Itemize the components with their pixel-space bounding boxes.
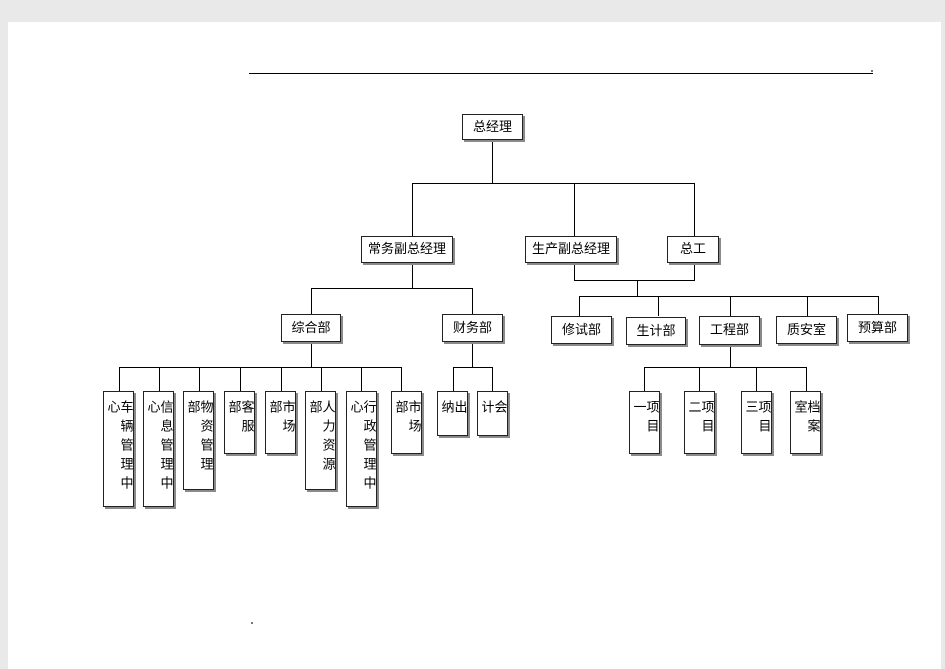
- vehicle-center-box: 车辆管理中心: [103, 391, 134, 507]
- market-dept-2-box: 市场部: [391, 391, 422, 454]
- chief-engineer-box: 总工: [667, 236, 719, 263]
- page-mark: [251, 622, 253, 624]
- project-3-box: 项目三: [741, 391, 772, 454]
- repair-dept-box: 修试部: [551, 316, 612, 344]
- project-2-box: 项目二: [684, 391, 715, 454]
- finance-dept-box: 财务部: [442, 314, 503, 342]
- project-1-box: 项目一: [629, 391, 660, 454]
- qa-room-box: 质安室: [776, 316, 837, 344]
- market-dept-1-box: 市场部: [265, 391, 296, 454]
- hr-dept-box: 人力资源部: [305, 391, 336, 490]
- ceo-box: 总经理: [462, 114, 523, 140]
- admin-center-box: 行政管理中心: [346, 391, 377, 507]
- page-mark: [871, 70, 873, 72]
- exec-vp-box: 常务副总经理: [361, 236, 453, 263]
- info-center-box: 信息管理中心: [143, 391, 174, 507]
- general-dept-box: 综合部: [281, 314, 341, 342]
- plan-dept-box: 生计部: [626, 317, 686, 345]
- eng-dept-box: 工程部: [699, 316, 760, 345]
- prod-vp-box: 生产副总经理: [525, 236, 617, 263]
- service-dept-box: 客服部: [224, 391, 255, 454]
- archive-room-box: 档案室: [790, 391, 821, 454]
- budget-dept-box: 预算部: [847, 314, 908, 342]
- cashier-box: 出纳: [437, 391, 468, 436]
- material-dept-box: 物资管理部: [183, 391, 214, 490]
- accounting-box: 会计: [477, 391, 508, 436]
